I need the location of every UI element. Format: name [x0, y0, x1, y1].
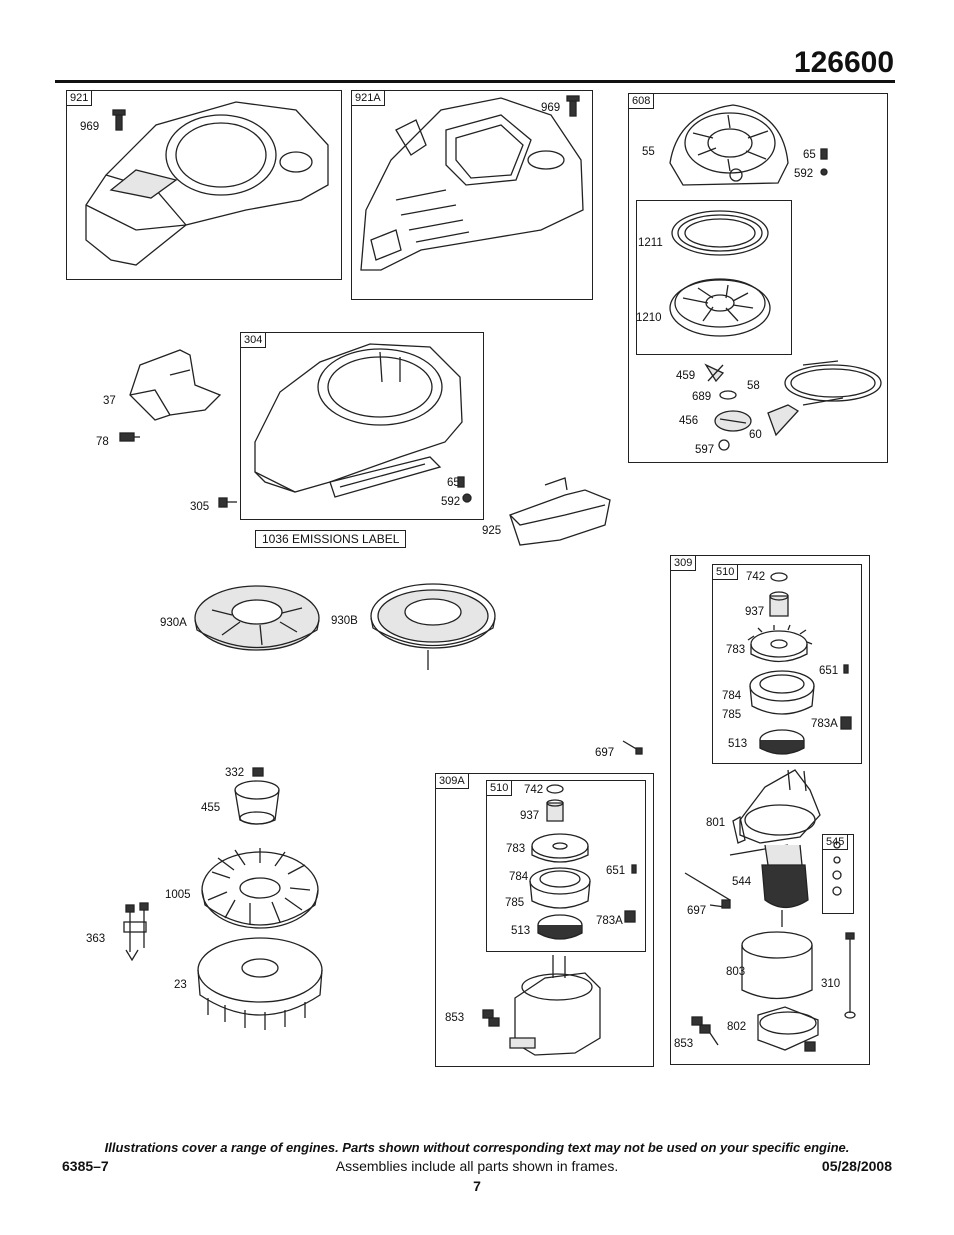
frame-label-304: 304	[240, 332, 267, 348]
footer-disclaimer: Illustrations cover a range of engines. …	[104, 1140, 850, 1155]
part-label-459: 459	[676, 370, 696, 382]
part-label-803: 803	[726, 966, 746, 978]
part-label-55: 55	[642, 146, 655, 158]
starter-motor-309A-illustration	[482, 784, 637, 1056]
part-label-1211: 1211	[638, 237, 663, 249]
frame-label-921: 921	[66, 90, 93, 106]
part-label-58: 58	[747, 380, 760, 392]
blower-housing-304-illustration	[254, 343, 472, 503]
part-label-1210: 1210	[636, 312, 662, 324]
blower-housing-921A-illustration	[360, 95, 584, 271]
part-label-455: 455	[201, 802, 221, 814]
part-label-783: 783	[506, 843, 526, 855]
part-label-930B: 930B	[331, 615, 358, 627]
part-label-513: 513	[511, 925, 531, 937]
frame-label-921A: 921A	[351, 90, 385, 106]
part-label-930A: 930A	[160, 617, 187, 629]
assemblies-note: Assemblies include all parts shown in fr…	[335, 1158, 619, 1174]
part-label-689: 689	[692, 391, 712, 403]
emissions-label-box: 1036 EMISSIONS LABEL	[255, 530, 407, 548]
part-label-969: 969	[541, 102, 561, 114]
starter-drive-510-upper-illustration	[747, 572, 852, 755]
frame-label-510-upper: 510	[712, 564, 739, 580]
header-rule	[55, 80, 895, 83]
frame-label-608: 608	[628, 93, 655, 109]
frame-label-510-lower: 510	[486, 780, 513, 796]
part-label-697: 697	[687, 905, 707, 917]
part-label-305: 305	[190, 501, 210, 513]
frame-label-309: 309	[670, 555, 697, 571]
frame-921A	[351, 90, 593, 300]
document-code: 6385–7	[62, 1158, 109, 1174]
model-number: 126600	[793, 46, 894, 79]
starter-motor-309-illustration	[684, 769, 856, 1052]
rewind-starter-illustration	[669, 104, 882, 451]
part-label-651: 651	[819, 665, 839, 677]
part-label-23: 23	[174, 979, 187, 991]
frame-921	[66, 90, 342, 280]
part-label-651: 651	[606, 865, 626, 877]
part-label-592: 592	[794, 168, 814, 180]
part-label-456: 456	[679, 415, 699, 427]
screw-305-icon	[218, 497, 237, 508]
part-label-785: 785	[505, 897, 525, 909]
bolt-697-upper-icon	[622, 740, 643, 755]
frame-304	[240, 332, 484, 520]
part-label-37: 37	[103, 395, 116, 407]
frame-309	[670, 555, 870, 1065]
part-label-783A: 783A	[596, 915, 623, 927]
part-label-597: 597	[695, 444, 715, 456]
part-label-937: 937	[745, 606, 765, 618]
part-label-60: 60	[749, 429, 762, 441]
part-label-65: 65	[803, 149, 816, 161]
part-label-784: 784	[509, 871, 529, 883]
part-label-332: 332	[225, 767, 245, 779]
part-label-1005: 1005	[165, 889, 191, 901]
frame-recoil-pulley	[636, 200, 792, 355]
part-label-853: 853	[445, 1012, 465, 1024]
part-label-783A: 783A	[811, 718, 838, 730]
part-label-363: 363	[86, 933, 106, 945]
rotating-screen-930A-illustration	[194, 585, 320, 651]
page-number: 7	[473, 1178, 481, 1194]
part-label-78: 78	[96, 436, 109, 448]
part-label-969: 969	[80, 121, 100, 133]
part-label-784: 784	[722, 690, 742, 702]
part-label-310: 310	[821, 978, 841, 990]
part-label-783: 783	[726, 644, 746, 656]
part-label-742: 742	[524, 784, 544, 796]
frame-label-309A: 309A	[435, 773, 469, 789]
rotating-screen-930B-illustration	[370, 583, 496, 670]
blower-housing-921-illustration	[85, 101, 329, 266]
part-label-592: 592	[441, 496, 461, 508]
part-label-697: 697	[595, 747, 615, 759]
frame-510-upper	[712, 564, 862, 764]
part-label-925: 925	[482, 525, 502, 537]
part-label-544: 544	[732, 876, 752, 888]
part-label-513: 513	[728, 738, 748, 750]
frame-309A	[435, 773, 654, 1067]
frame-608	[628, 93, 888, 463]
part-label-801: 801	[706, 817, 726, 829]
part-label-65: 65	[447, 477, 460, 489]
part-label-802: 802	[727, 1021, 747, 1033]
part-label-742: 742	[746, 571, 766, 583]
air-guide-illustration	[119, 349, 222, 442]
flywheel-assembly-illustration	[123, 767, 323, 1030]
document-date: 05/28/2008	[821, 1158, 892, 1174]
air-guide-925-illustration	[509, 477, 611, 546]
frame-510-lower	[486, 780, 646, 952]
part-label-853: 853	[674, 1038, 694, 1050]
part-label-937: 937	[520, 810, 540, 822]
part-label-785: 785	[722, 709, 742, 721]
